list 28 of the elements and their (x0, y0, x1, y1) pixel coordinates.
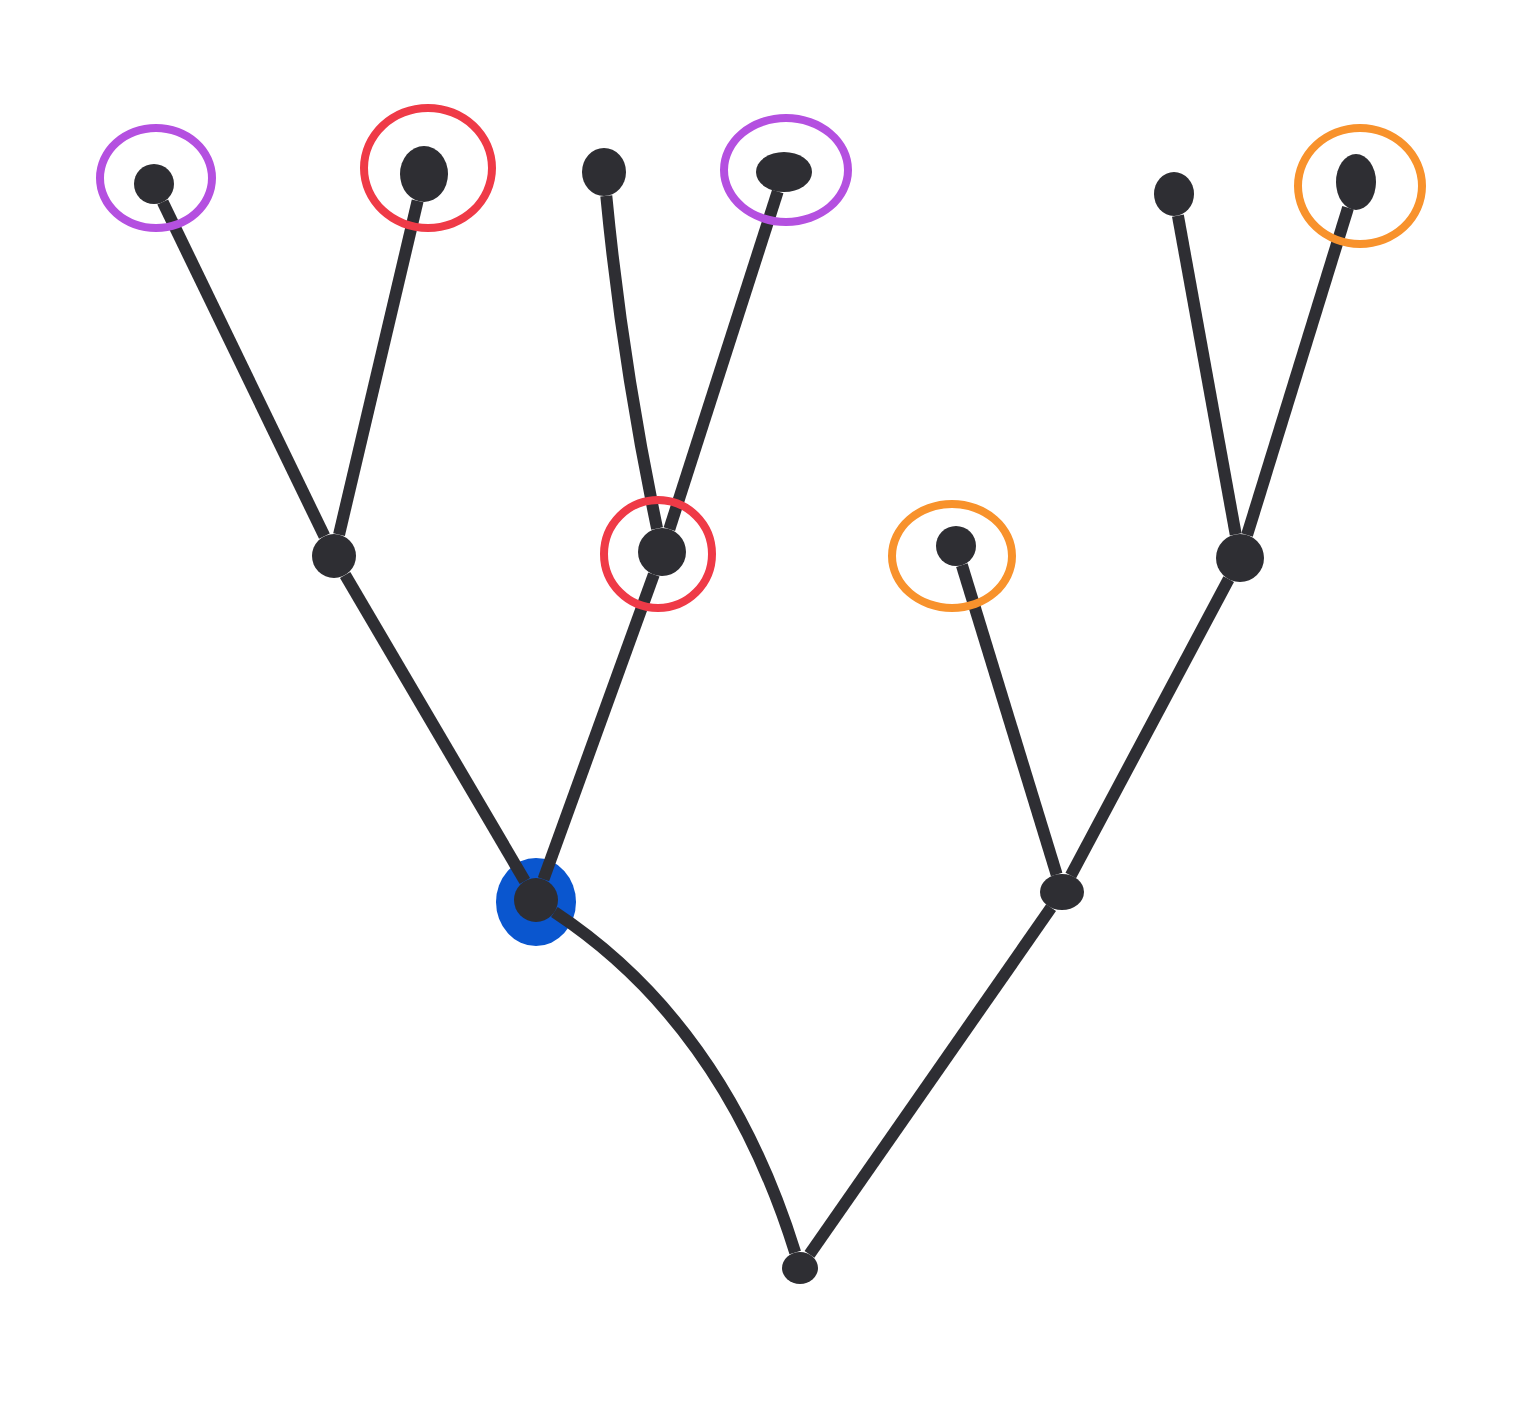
tree-node-dot (1154, 172, 1194, 216)
tree-node-dot (312, 534, 356, 578)
highlight-ring (720, 114, 852, 226)
branch-line (804, 904, 1057, 1258)
branch-line (339, 571, 531, 885)
tree-node-dot (782, 1252, 818, 1284)
tree-node-dot (1336, 154, 1376, 210)
branch-line (1241, 205, 1354, 537)
branch-line (1172, 214, 1242, 536)
tree-node-dot (134, 164, 174, 204)
tree-node-dot (582, 148, 626, 196)
branch-line (1065, 576, 1234, 879)
branch-line (600, 195, 663, 530)
tree-node-dot (936, 526, 976, 566)
branch-line (550, 907, 801, 1255)
tree-node-dot (1216, 534, 1264, 582)
highlight-ring (600, 496, 716, 612)
tree-node-dot (400, 146, 448, 202)
tree-node-dot (514, 878, 558, 922)
highlight-ring (1294, 124, 1426, 248)
highlight-ring (360, 104, 496, 232)
branch-line (663, 189, 784, 531)
tree-node-dot (638, 528, 686, 576)
tree-node-dot (1040, 874, 1084, 910)
tree-node-dot (756, 152, 812, 192)
branch-line (333, 199, 424, 536)
highlight-ring (96, 124, 216, 232)
highlight-ring (888, 500, 1016, 612)
